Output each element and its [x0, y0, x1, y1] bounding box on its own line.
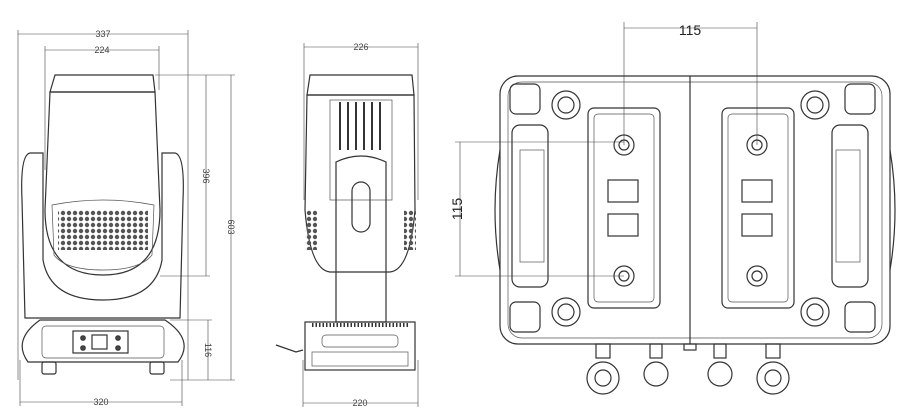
- dim-337: 337: [95, 29, 110, 39]
- dim-224: 224: [94, 45, 109, 55]
- dim-116: 116: [203, 343, 213, 357]
- dim-115-horizontal: 115: [679, 22, 702, 38]
- bottom-view: 115 115: [449, 22, 896, 395]
- dim-396: 396: [201, 168, 211, 183]
- dim-220: 220: [352, 398, 367, 408]
- dim-603: 603: [226, 219, 236, 234]
- dim-320: 320: [93, 397, 108, 407]
- side-view: 226 220: [275, 42, 419, 408]
- dim-226: 226: [353, 42, 368, 52]
- dim-115-vertical: 115: [449, 198, 465, 221]
- front-view: 337 224 396 603 116 320: [17, 29, 236, 407]
